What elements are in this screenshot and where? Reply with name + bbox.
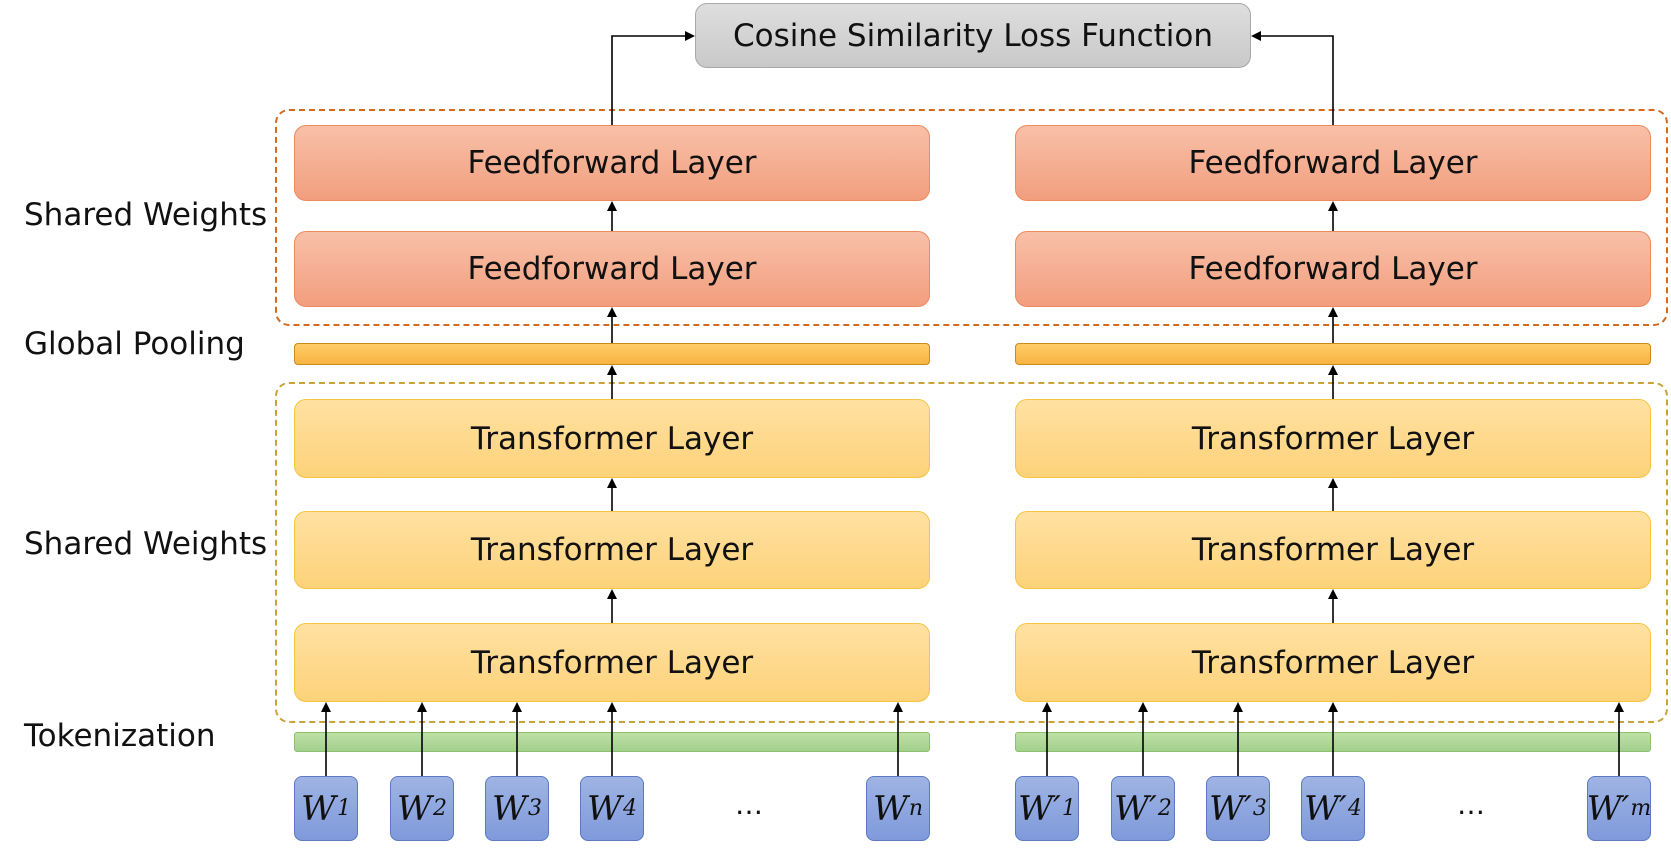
right-feedforward-layer-top: Feedforward Layer <box>1015 125 1651 201</box>
left-feedforward-layer-bottom: Feedforward Layer <box>294 231 930 307</box>
right-token-4-sub: 4 <box>1347 796 1362 821</box>
left-global-pooling-bar <box>294 343 930 365</box>
right-transformer-layer-top: Transformer Layer <box>1015 399 1651 478</box>
left-feedforward-bottom-label: Feedforward Layer <box>467 251 757 287</box>
left-transformer-top-label: Transformer Layer <box>470 420 754 457</box>
left-transformer-layer-bottom: Transformer Layer <box>294 623 930 702</box>
left-token-4-sub: 4 <box>622 796 637 821</box>
right-token-2: W′2 <box>1111 776 1175 841</box>
right-token-3-sub: 3 <box>1252 796 1267 821</box>
left-token-3-base: W <box>492 788 527 829</box>
shared-weights-feedforward-group <box>275 109 1668 326</box>
arrow-right-to-loss <box>1251 31 1334 125</box>
right-transformer-bottom-label: Transformer Layer <box>1191 644 1475 681</box>
left-token-1-sub: 1 <box>336 796 351 821</box>
label-shared-weights-top: Shared Weights <box>24 197 268 233</box>
left-feedforward-top-label: Feedforward Layer <box>467 145 757 181</box>
right-transformer-layer-bottom: Transformer Layer <box>1015 623 1651 702</box>
right-token-3-base: W′ <box>1209 788 1252 829</box>
left-token-2-sub: 2 <box>432 796 447 821</box>
left-token-last-base: W <box>872 788 908 829</box>
left-transformer-layer-middle: Transformer Layer <box>294 511 930 589</box>
loss-function-label: Cosine Similarity Loss Function <box>732 17 1214 54</box>
left-token-last-sub: n <box>908 796 924 821</box>
right-token-1: W′1 <box>1015 776 1079 841</box>
right-token-3: W′3 <box>1206 776 1270 841</box>
right-transformer-middle-label: Transformer Layer <box>1191 532 1475 568</box>
right-token-2-base: W′ <box>1114 788 1157 829</box>
label-shared-weights-bottom: Shared Weights <box>24 526 268 562</box>
right-token-1-base: W′ <box>1018 788 1061 829</box>
right-feedforward-layer-bottom: Feedforward Layer <box>1015 231 1651 307</box>
right-token-last-base: W′ <box>1586 788 1630 829</box>
right-token-ellipsis: … <box>1457 788 1485 821</box>
right-token-4: W′4 <box>1301 776 1365 841</box>
right-transformer-top-label: Transformer Layer <box>1191 420 1475 457</box>
left-transformer-bottom-label: Transformer Layer <box>470 644 754 681</box>
left-transformer-layer-top: Transformer Layer <box>294 399 930 478</box>
label-global-pooling: Global Pooling <box>24 326 245 362</box>
left-token-4-base: W <box>587 788 622 829</box>
right-feedforward-top-label: Feedforward Layer <box>1188 145 1478 181</box>
left-token-ellipsis: … <box>735 788 763 821</box>
right-token-2-sub: 2 <box>1157 796 1172 821</box>
label-tokenization: Tokenization <box>24 718 216 754</box>
right-transformer-layer-middle: Transformer Layer <box>1015 511 1651 589</box>
shared-weights-transformer-group <box>275 382 1668 723</box>
left-token-2-base: W <box>397 788 432 829</box>
right-token-last-sub: m <box>1630 796 1652 821</box>
right-feedforward-bottom-label: Feedforward Layer <box>1188 251 1478 287</box>
left-feedforward-layer-top: Feedforward Layer <box>294 125 930 201</box>
left-token-3-sub: 3 <box>527 796 542 821</box>
right-token-last: W′m <box>1587 776 1651 841</box>
loss-function-box: Cosine Similarity Loss Function <box>695 3 1251 68</box>
right-token-1-sub: 1 <box>1061 796 1076 821</box>
right-token-4-base: W′ <box>1304 788 1347 829</box>
arrow-left-to-loss <box>611 31 695 125</box>
right-global-pooling-bar <box>1015 343 1651 365</box>
left-transformer-middle-label: Transformer Layer <box>470 532 754 568</box>
left-token-1-base: W <box>301 788 336 829</box>
